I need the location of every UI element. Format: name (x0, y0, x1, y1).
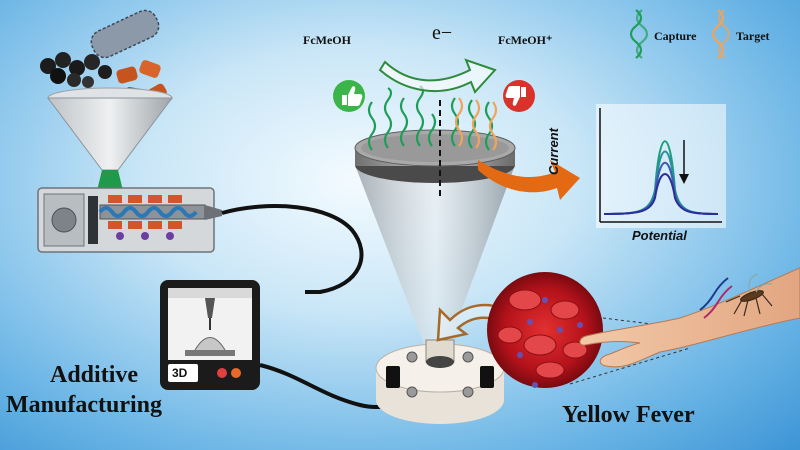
yellow-fever-label: Yellow Fever (562, 402, 695, 428)
fcmeoh-plus-label: FcMeOH⁺ (498, 33, 553, 47)
sensor-cone (354, 100, 516, 360)
capture-strands-left (367, 85, 437, 151)
mosquito-icon (725, 273, 773, 317)
signal-arrow (478, 160, 580, 200)
printer-3d-badge: 3D (172, 366, 188, 380)
carbon-nanotube-icon (90, 9, 160, 59)
manufacturing-label: Manufacturing (6, 392, 162, 418)
arm (579, 267, 800, 368)
electron-transfer-arrow (378, 58, 497, 94)
capture-legend-label: Capture (654, 29, 697, 43)
printed-electrode-holder (375, 339, 505, 424)
electron-label: e− (432, 22, 453, 44)
fcmeoh-label: FcMeOH (303, 33, 351, 47)
extruder-body (37, 187, 222, 253)
3d-printer (160, 280, 411, 409)
hopper (47, 87, 173, 195)
current-axis-label: Current (546, 128, 561, 175)
capture-dna-icon (629, 9, 649, 59)
dna-helix-icon (699, 277, 733, 319)
hybridized-strands-right (450, 97, 498, 151)
thumbs-up-icon (333, 80, 365, 112)
voltammogram (596, 104, 726, 228)
target-dna-icon (711, 9, 731, 59)
potential-axis-label: Potential (632, 228, 687, 243)
filament-cable (221, 204, 364, 294)
thumbs-down-icon (503, 80, 535, 112)
extruder-assembly (37, 9, 364, 294)
carbon-black-particles (40, 52, 112, 88)
target-legend-label: Target (736, 29, 770, 43)
additive-label: Additive (50, 362, 139, 388)
blood-sample-sphere (487, 272, 701, 388)
